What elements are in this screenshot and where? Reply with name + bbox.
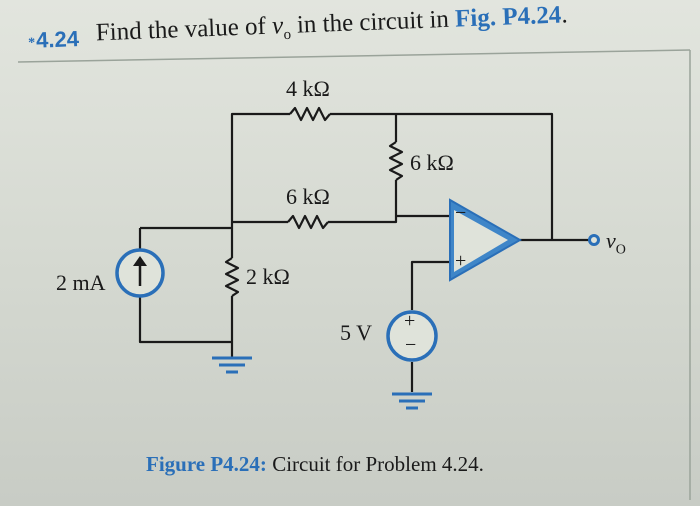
arrow-up-icon: [133, 256, 147, 266]
caption-label: Figure P4.24:: [146, 452, 267, 476]
wire-top-left: [230, 112, 290, 222]
label-r-bottom: 2 kΩ: [246, 264, 290, 289]
wire-mid-right: [328, 216, 398, 224]
ground-symbol-right: [392, 392, 432, 410]
output-terminal: [588, 234, 600, 246]
wire-top-right: [330, 112, 554, 240]
label-r-mid: 6 kΩ: [286, 184, 330, 209]
figure-frame-top: [17, 49, 691, 63]
label-current-source: 2 mA: [56, 270, 106, 295]
opamp-plus-sign: +: [455, 250, 467, 272]
label-r-right: 6 kΩ: [410, 150, 454, 175]
voltage-source-circle: [386, 310, 438, 362]
caption-text: Circuit for Problem 4.24.: [266, 452, 484, 476]
resistor-6k-right: [388, 141, 404, 181]
opamp-minus-sign: −: [455, 202, 467, 224]
resistor-4k: [289, 106, 331, 122]
wire-current-source-top: [140, 222, 234, 230]
resistor-2k: [224, 257, 240, 297]
figure-caption: Figure P4.24: Circuit for Problem 4.24.: [146, 452, 484, 477]
vs-plus-sign: +: [404, 310, 416, 332]
label-voltage-source: 5 V: [340, 320, 372, 345]
wire-noninverting-input: [410, 260, 450, 310]
label-r-top: 4 kΩ: [286, 76, 330, 101]
label-output: vO: [606, 228, 626, 258]
resistor-6k-mid: [287, 214, 329, 230]
wire-cs-down: [138, 296, 232, 344]
vs-minus-sign: −: [405, 334, 417, 356]
opamp-inner: [454, 210, 508, 272]
ground-symbol-left: [212, 356, 252, 374]
